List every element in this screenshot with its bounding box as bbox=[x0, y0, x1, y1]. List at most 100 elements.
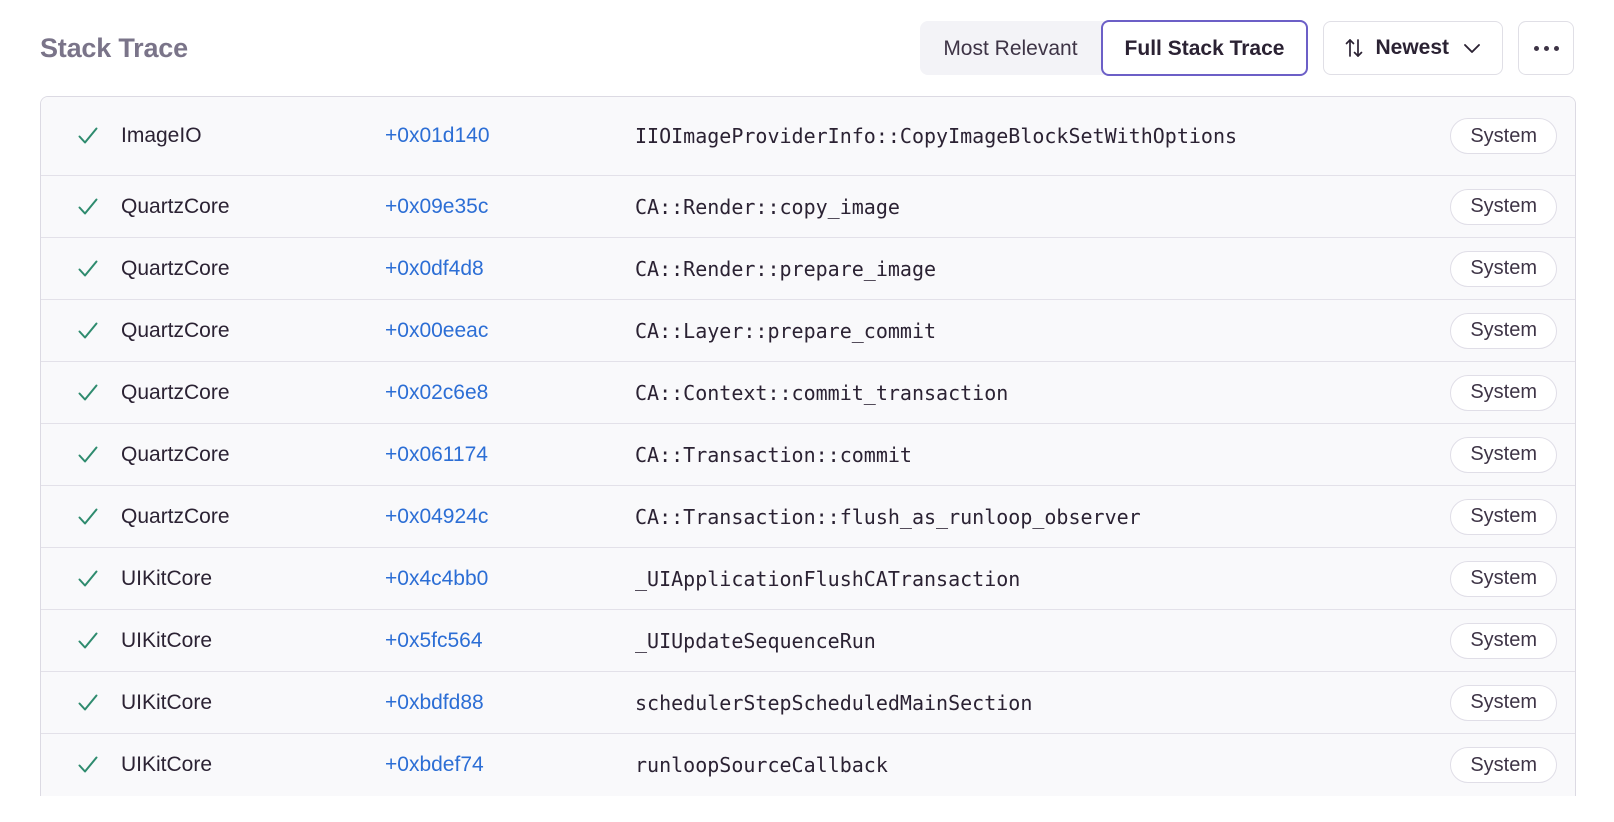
frame-symbol-name: _UIApplicationFlushCATransaction bbox=[635, 566, 1021, 591]
table-row[interactable]: QuartzCore +0x061174 CA::Transaction::comm… bbox=[41, 424, 1575, 486]
frame-offset-link[interactable]: +0x04924c bbox=[385, 504, 489, 528]
frame-origin-cell: System bbox=[1450, 436, 1557, 473]
frame-module-name: UIKitCore bbox=[121, 690, 213, 714]
frame-origin-cell: System bbox=[1450, 312, 1557, 349]
page-title: Stack Trace bbox=[40, 32, 188, 63]
frame-offset-link[interactable]: +0xbdef74 bbox=[385, 753, 484, 776]
sort-button-label: Newest bbox=[1375, 36, 1449, 59]
table-row[interactable]: UIKitCore +0x5fc564 _UIUpdateSequenceRun Sy… bbox=[41, 610, 1575, 672]
frame-module-name: QuartzCore bbox=[121, 194, 230, 218]
frame-origin-cell: System bbox=[1450, 684, 1557, 721]
frame-symbol-name: _UIUpdateSequenceRun bbox=[635, 628, 876, 653]
status-badge: System bbox=[1450, 250, 1557, 287]
table-row[interactable]: UIKitCore +0xbdfd88 schedulerStepScheduled… bbox=[41, 672, 1575, 734]
table-row[interactable]: QuartzCore +0x00eeac CA::Layer::prepare_co… bbox=[41, 300, 1575, 362]
frame-status-cell bbox=[41, 257, 117, 281]
frame-module-name: QuartzCore bbox=[121, 442, 230, 466]
frame-origin-cell: System bbox=[1450, 498, 1557, 535]
frame-symbol-name: CA::Context::commit_transaction bbox=[635, 380, 1009, 405]
frame-status-cell bbox=[41, 691, 117, 715]
status-badge: System bbox=[1450, 188, 1557, 225]
frame-module-name: UIKitCore bbox=[121, 628, 213, 652]
frame-offset-link[interactable]: +0x09e35c bbox=[385, 194, 489, 218]
frame-origin-cell: System bbox=[1450, 118, 1557, 154]
ellipsis-icon-dot-3 bbox=[1553, 45, 1559, 51]
frame-status-cell bbox=[41, 505, 117, 529]
frame-origin-cell: System bbox=[1450, 560, 1557, 597]
status-badge: System bbox=[1450, 747, 1557, 783]
frame-origin-cell: System bbox=[1450, 250, 1557, 287]
check-icon bbox=[78, 756, 98, 773]
tab-full-stack-trace[interactable]: Full Stack Trace bbox=[1100, 20, 1309, 76]
check-icon bbox=[78, 508, 98, 524]
frame-status-cell bbox=[41, 381, 117, 405]
table-row[interactable]: QuartzCore +0x09e35c CA::Render::copy_imag… bbox=[41, 176, 1575, 238]
frame-status-cell bbox=[41, 443, 117, 467]
table-row[interactable]: QuartzCore +0x0df4d8 CA::Render::prepare_i… bbox=[41, 238, 1575, 300]
frame-status-cell bbox=[41, 319, 117, 343]
frame-offset-link[interactable]: +0x061174 bbox=[385, 442, 488, 466]
frame-module-name: UIKitCore bbox=[121, 566, 213, 590]
frame-symbol-name: runloopSourceCallback bbox=[635, 753, 888, 777]
status-badge: System bbox=[1450, 312, 1557, 349]
frame-offset-link[interactable]: +0x4c4bb0 bbox=[385, 566, 489, 590]
frame-origin-cell: System bbox=[1450, 188, 1557, 225]
more-options-button[interactable] bbox=[1518, 21, 1574, 75]
frame-offset-link[interactable]: +0x01d140 bbox=[385, 124, 490, 147]
sort-button[interactable]: Newest bbox=[1323, 21, 1503, 75]
status-badge: System bbox=[1450, 684, 1557, 721]
status-badge: System bbox=[1450, 374, 1557, 411]
frame-module-name: QuartzCore bbox=[121, 380, 230, 404]
ellipsis-icon-dot-2 bbox=[1543, 45, 1549, 51]
frame-symbol-name: CA::Render::copy_image bbox=[635, 194, 900, 219]
tab-most-relevant[interactable]: Most Relevant bbox=[920, 21, 1100, 75]
ellipsis-icon bbox=[1533, 45, 1539, 51]
frame-origin-cell: System bbox=[1450, 622, 1557, 659]
stack-trace-view-segmented-control[interactable]: Most Relevant Full Stack Trace bbox=[920, 20, 1309, 76]
frame-symbol-name: schedulerStepScheduledMainSection bbox=[635, 690, 1033, 715]
table-row[interactable]: QuartzCore +0x02c6e8 CA::Context::commit_t… bbox=[41, 362, 1575, 424]
stack-trace-header: Stack Trace Most Relevant Full Stack Tra… bbox=[0, 0, 1614, 96]
frame-offset-link[interactable]: +0x0df4d8 bbox=[385, 256, 484, 280]
check-icon bbox=[78, 446, 98, 462]
sort-arrows-icon bbox=[1344, 37, 1364, 59]
status-badge: System bbox=[1450, 118, 1557, 154]
table-row[interactable]: QuartzCore +0x04924c CA::Transaction::flus… bbox=[41, 486, 1575, 548]
chevron-down-icon bbox=[1462, 41, 1482, 55]
frame-status-cell bbox=[41, 195, 117, 219]
table-row[interactable]: UIKitCore +0x4c4bb0 _UIApplicationFlushCAT… bbox=[41, 548, 1575, 610]
frame-symbol-name: CA::Layer::prepare_commit bbox=[635, 318, 937, 343]
status-badge: System bbox=[1450, 436, 1557, 473]
check-icon bbox=[78, 127, 98, 144]
frame-offset-link[interactable]: +0x02c6e8 bbox=[385, 380, 489, 404]
status-badge: System bbox=[1450, 622, 1557, 659]
table-row[interactable]: UIKitCore +0xbdef74 runloopSourceCallback S… bbox=[41, 734, 1575, 796]
frame-status-cell bbox=[41, 567, 117, 591]
check-icon bbox=[78, 260, 98, 276]
frame-status-cell bbox=[41, 629, 117, 653]
check-icon bbox=[78, 384, 98, 400]
frame-origin-cell: System bbox=[1450, 747, 1557, 783]
frame-symbol-name: CA::Render::prepare_image bbox=[635, 256, 937, 281]
frame-module-name: QuartzCore bbox=[121, 256, 230, 280]
frame-status-cell bbox=[41, 124, 117, 148]
frame-offset-link[interactable]: +0x00eeac bbox=[385, 318, 489, 342]
frame-symbol-name: CA::Transaction::commit bbox=[635, 442, 912, 467]
check-icon bbox=[78, 322, 98, 338]
header-actions: Most Relevant Full Stack Trace Newest bbox=[920, 20, 1574, 76]
frame-module-name: UIKitCore bbox=[121, 753, 213, 776]
frame-offset-link[interactable]: +0x5fc564 bbox=[385, 628, 483, 652]
check-icon bbox=[78, 570, 98, 586]
frame-module-name: QuartzCore bbox=[121, 504, 230, 528]
status-badge: System bbox=[1450, 498, 1557, 535]
frame-module-name: QuartzCore bbox=[121, 318, 230, 342]
frame-symbol-name: IIOImageProviderInfo::CopyImageBlockSetW… bbox=[635, 124, 1238, 148]
frame-offset-link[interactable]: +0xbdfd88 bbox=[385, 690, 484, 714]
check-icon bbox=[78, 198, 98, 214]
frame-status-cell bbox=[41, 753, 117, 777]
check-icon bbox=[78, 694, 98, 710]
frame-symbol-name: CA::Transaction::flush_as_runloop_observ… bbox=[635, 504, 1141, 529]
frame-origin-cell: System bbox=[1450, 374, 1557, 411]
